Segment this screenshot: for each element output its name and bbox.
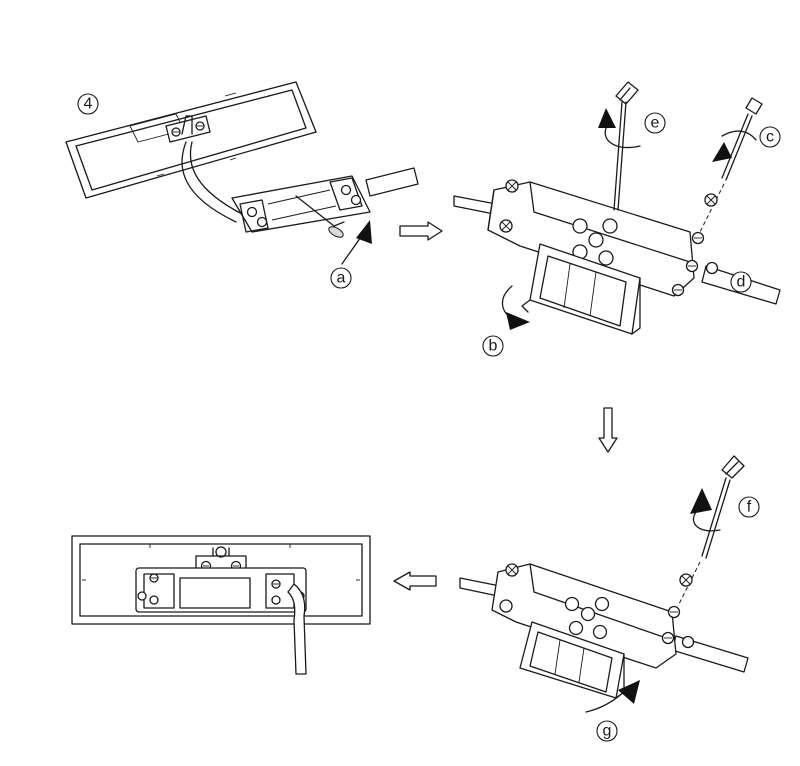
callout-b: b xyxy=(482,335,504,357)
fixing-screw xyxy=(679,573,693,587)
rotation-arrow-b xyxy=(501,285,530,330)
rotation-arrow-e xyxy=(598,108,641,149)
screwdriver-f xyxy=(701,455,745,559)
callout-a-label: a xyxy=(337,270,346,287)
cable-clamp xyxy=(165,115,211,143)
screw-axis xyxy=(699,183,725,233)
power-cable xyxy=(453,195,497,215)
rotation-arrow-c xyxy=(712,130,757,162)
housing-tray xyxy=(65,81,317,199)
terminal-block-assembly xyxy=(491,563,695,699)
callout-a: a xyxy=(330,267,352,289)
terminal-block-assembly xyxy=(487,179,719,335)
rotation-arrow-f xyxy=(690,488,721,532)
rotation-arrow-a xyxy=(341,220,372,265)
callout-f-label: f xyxy=(747,499,752,516)
screwdriver-e xyxy=(613,81,639,211)
flow-arrow-left xyxy=(393,571,437,591)
screwdriver-c xyxy=(721,97,763,181)
step-number: 4 xyxy=(84,96,93,113)
flow-arrow-right xyxy=(399,221,443,241)
callout-e-label: e xyxy=(651,115,660,132)
callout-d: d xyxy=(730,271,752,293)
power-cable xyxy=(365,167,419,197)
wire xyxy=(189,141,243,215)
rotation-arrow-g xyxy=(585,680,640,713)
flow-arrow-down xyxy=(598,407,618,453)
callout-f: f xyxy=(738,496,760,518)
callout-d-label: d xyxy=(737,274,746,291)
panel-step-open-housing: 4 xyxy=(65,81,419,289)
callout-g: g xyxy=(596,720,618,742)
step-number-badge: 4 xyxy=(77,93,99,115)
wire xyxy=(181,141,237,223)
terminal-block xyxy=(231,175,371,238)
terminal-block xyxy=(135,567,307,613)
panel-step-reassemble: f g xyxy=(459,455,760,742)
callout-b-label: b xyxy=(489,338,498,355)
panel-step-assembled xyxy=(71,535,371,675)
callout-c-label: c xyxy=(766,129,774,146)
fixing-screw xyxy=(704,193,718,207)
callout-e: e xyxy=(644,112,666,134)
power-cable xyxy=(287,583,307,675)
callout-c: c xyxy=(759,126,781,148)
callout-g-label: g xyxy=(603,723,612,740)
panel-step-disassemble: e c b xyxy=(453,81,781,357)
